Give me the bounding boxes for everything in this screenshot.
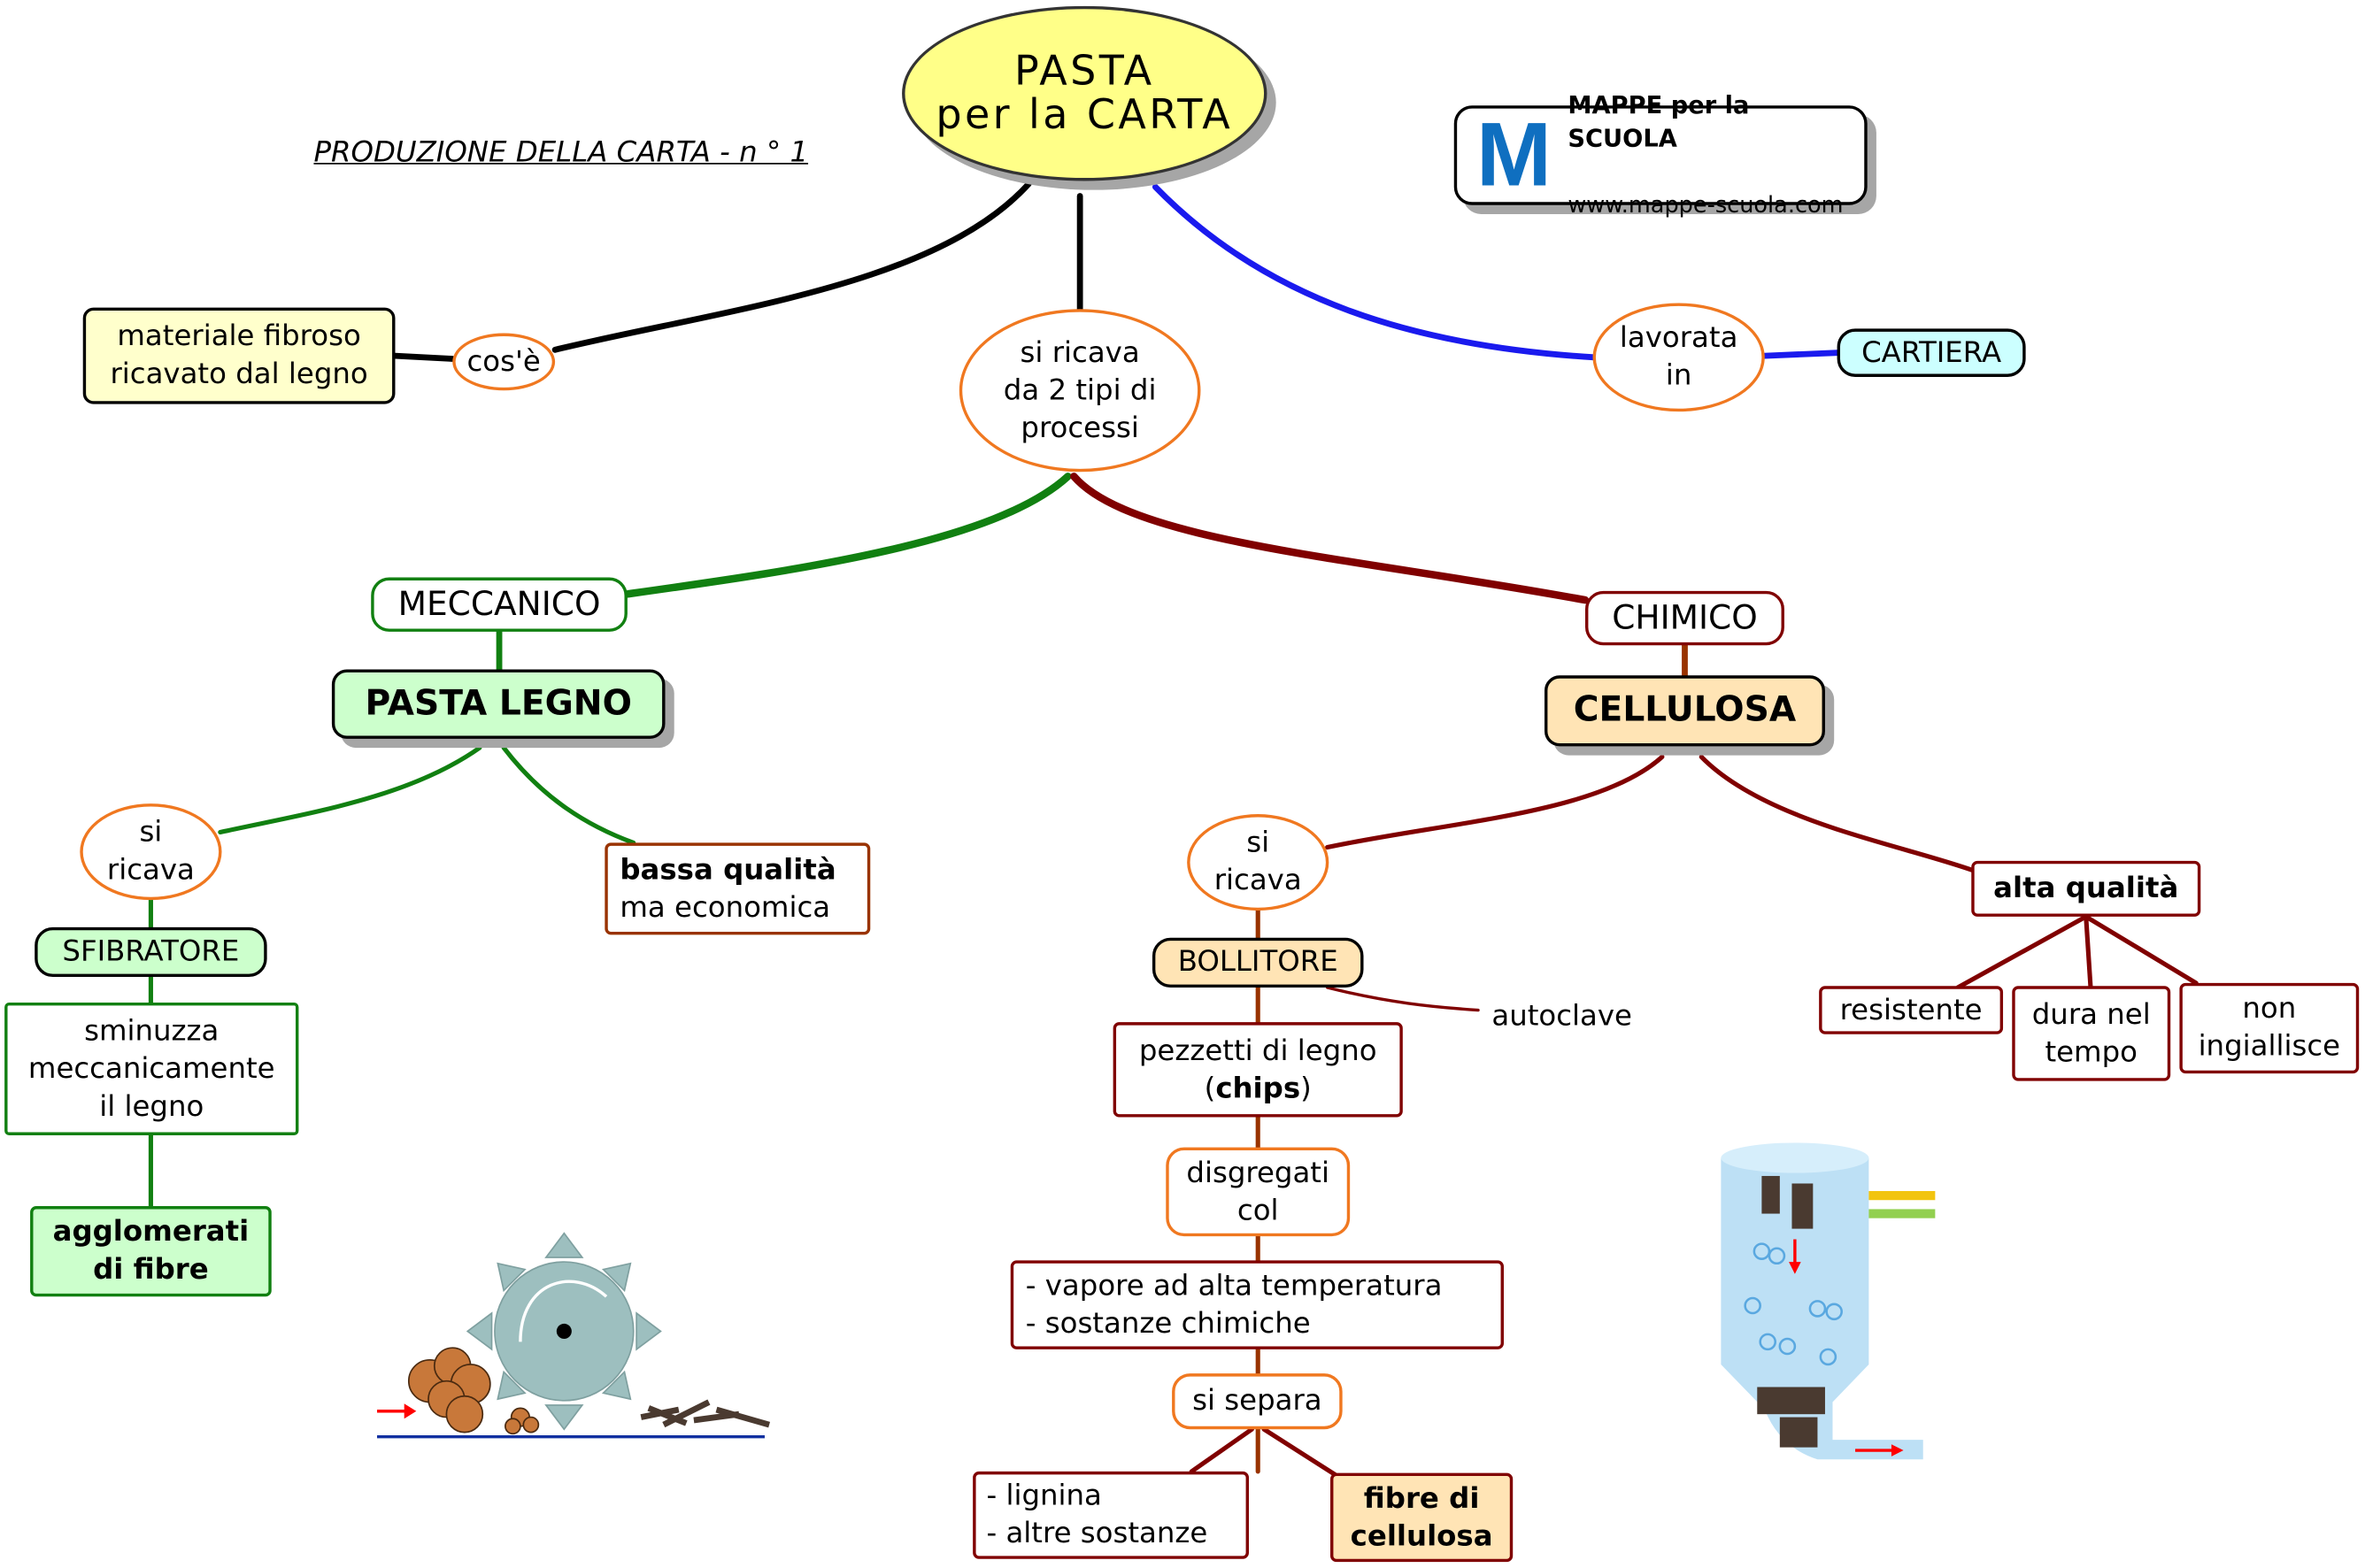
logo[interactable]: M MAPPE per la SCUOLA www.mappe-scuola.c… [1453,90,1868,219]
paren-open: ( [1204,1071,1216,1105]
connector-meccanico [623,473,1072,598]
autoclave-label: autoclave [1491,999,1632,1034]
dura-nel-tempo-node: dura nel tempo [2012,986,2171,1081]
resistente-node: resistente [1819,986,2004,1034]
connector-lignina [1189,1426,1254,1474]
pezzetti-label: pezzetti di legno [1138,1033,1377,1067]
cose-link: cos'è [452,333,556,391]
lignina-node: - lignina - altre sostanze [973,1471,1249,1559]
logo-url: www.mappe-scuola.com [1568,191,1844,219]
processi-link: si ricava da 2 tipi di processi [959,309,1201,473]
lavorata-link: lavorata in [1592,303,1765,412]
logo-name: MAPPE per la SCUOLA [1568,90,1750,153]
grinder-illustration [377,1232,771,1439]
connector-siricava1 [218,745,482,835]
bassa-qualita-node: bassa qualità ma economica [605,842,871,935]
connector-lavorata [1152,183,1598,361]
cellulosa-node: CELLULOSA [1544,675,1825,747]
sminuzza-node: sminuzza meccanicamente il legno [4,1003,299,1135]
si-ricava-link-1: si ricava [80,803,222,901]
connector-bassa [501,745,636,845]
connector-fibre [1261,1426,1337,1477]
pezzetti-node: pezzetti di legno (chips) [1113,1022,1403,1118]
connector-ingiallisce [2084,914,2199,986]
connector-cartiera [1761,350,1841,359]
vapore-node: - vapore ad alta temperatura - sostanze … [1010,1260,1504,1349]
subtitle: PRODUZIONE DELLA CARTA - n ° 1 [313,135,809,169]
non-ingiallisce-node: non ingiallisce [2179,982,2360,1074]
si-separa-link: si separa [1172,1373,1343,1430]
economica-label: ma economica [620,890,831,924]
agglomerati-node: agglomerati di fibre [30,1206,272,1297]
bassa-qualita-label: bassa qualità [620,852,836,886]
digester-illustration [1721,1142,1936,1460]
connector-cose [551,181,1032,353]
definition-node: materiale fibroso ricavato dal legno [82,307,396,404]
disgregati-link: disgregati col [1166,1147,1351,1237]
connector-definition [392,352,456,362]
fibre-cellulosa-node: fibre di cellulosa [1330,1472,1514,1563]
bollitore-node: BOLLITORE [1152,937,1364,988]
connector-dura [2084,914,2093,988]
title-node: PASTA per la CARTA [902,5,1267,181]
chips-label: chips [1215,1071,1301,1105]
logo-icon: M [1475,104,1552,205]
connector-autoclave [1325,986,1480,1012]
connector-chimico [1070,473,1590,604]
connector-alta [1699,754,1978,874]
chimico-node: CHIMICO [1585,590,1784,646]
pasta-legno-node: PASTA LEGNO [331,669,666,739]
connector-resistente [1955,914,2089,990]
alta-qualita-node: alta qualità [1971,860,2201,917]
cartiera-node: CARTIERA [1837,328,2026,377]
connector-siricava2 [1325,754,1665,850]
sfibratore-node: SFIBRATORE [35,926,267,978]
si-ricava-link-2: si ricava [1187,814,1329,911]
meccanico-node: MECCANICO [371,577,628,632]
paren-close: ) [1300,1071,1312,1105]
